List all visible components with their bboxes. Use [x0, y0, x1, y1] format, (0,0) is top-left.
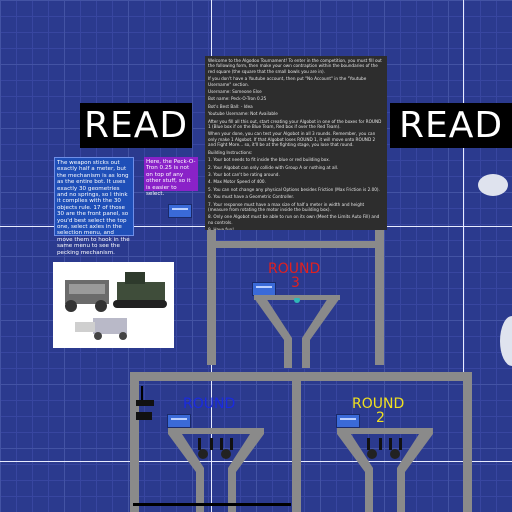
robot-photo: [53, 262, 174, 348]
rules-paragraph: If you don't have a Youtube account, the…: [208, 76, 367, 87]
read-banner-left: READ: [80, 103, 192, 148]
rules-paragraph: 8. Only one Algobot must be able to run …: [208, 214, 380, 225]
rules-paragraph: 7. Your response must have a max size of…: [208, 201, 365, 212]
rules-paragraph: After you fill all this out, start creat…: [208, 118, 382, 130]
round-1-bot[interactable]: [167, 414, 191, 428]
rules-paragraph: 4. Max Motor Speed of 400.: [208, 179, 266, 185]
note-peck-o-tron: Here, the Peck-O-Tron 0.25 is not on top…: [144, 157, 198, 197]
rules-paragraph: Welcome to the Algodoo Tournament! To en…: [208, 58, 382, 74]
round-1-ramp: [168, 428, 264, 512]
round-3-label: ROUND: [268, 261, 321, 277]
read-banner-right: READ: [390, 103, 512, 148]
round-2-label: ROUND: [352, 396, 405, 412]
round-3-bot[interactable]: [252, 282, 276, 296]
rules-paragraph: Bot's Best Ball: - Idea: [208, 103, 253, 109]
round-1-label: ROUND: [183, 396, 236, 412]
arena-wall: [207, 230, 216, 365]
rules-paragraph: Building Instructions:: [208, 149, 253, 155]
rules-paragraph: 1. Your bot needs to fit inside the blue…: [208, 157, 331, 163]
rules-paragraph: Username: Someone Else: [208, 89, 262, 95]
arena-wall: [130, 372, 472, 381]
rules-paragraph: 3. Your bot can't be rating around.: [208, 171, 280, 177]
floor-line: [133, 503, 291, 506]
cloud-shape: [478, 174, 508, 196]
cloud-shape: [500, 316, 512, 366]
peck-o-tron-bot[interactable]: [168, 204, 192, 218]
round-2-ramp: [337, 428, 433, 512]
round-2-number: 2: [376, 410, 385, 426]
note-weapon-explanation: The weapon sticks out exactly half a met…: [54, 157, 134, 256]
rules-paragraph: 9. Have fun!: [208, 227, 234, 230]
arena-wall: [375, 230, 384, 365]
small-contraption: [136, 386, 154, 420]
rules-text-panel: Welcome to the Algodoo Tournament! To en…: [205, 56, 387, 230]
rules-paragraph: When your done, you can test your Algobo…: [208, 131, 376, 148]
rules-paragraph: 2. Your Algobot can only collide with Gr…: [208, 164, 339, 170]
arena-wall: [292, 372, 301, 512]
rules-paragraph: 6. You must have a Geometric Controller.: [208, 194, 295, 200]
grid-axis-vertical-right: [463, 0, 464, 512]
robot-photo-icon: [65, 272, 167, 340]
arena-wall: [130, 372, 139, 512]
round-2-bot[interactable]: [336, 414, 360, 428]
arena-wall: [463, 372, 472, 512]
arena-ramp: [254, 298, 340, 368]
rules-paragraph: Bot name: Peck-O-Tron 0.25: [208, 96, 267, 102]
arena-wall: [207, 241, 384, 248]
rules-paragraph: Youtube Username: Not Available: [208, 111, 278, 117]
grid-axis-horizontal-lower: [0, 461, 512, 462]
rules-paragraph: 5. You can not change any physical Optio…: [208, 186, 380, 192]
round-3-number: 3: [291, 275, 300, 291]
